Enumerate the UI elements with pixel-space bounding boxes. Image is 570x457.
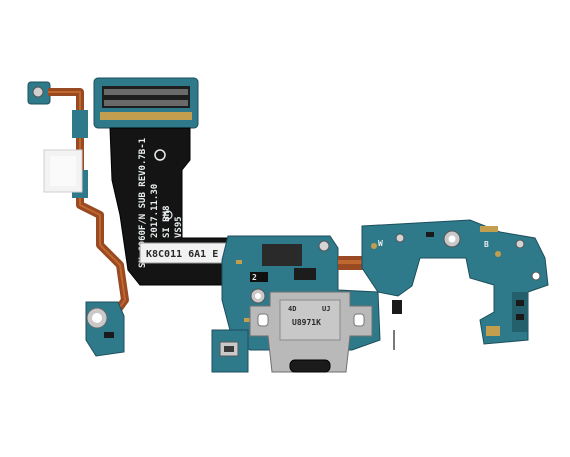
flex-text-date: 2017.11.30 bbox=[150, 184, 160, 238]
svg-text:2: 2 bbox=[252, 273, 257, 282]
usb-c-connector: 4D UJ U8971K bbox=[249, 291, 373, 373]
board-mark-b: B bbox=[484, 240, 489, 249]
connector-mark-4d: 4D bbox=[288, 305, 296, 313]
label-sticker-text: K8C011 6A1 E bbox=[146, 249, 218, 260]
bottom-left-board bbox=[85, 301, 125, 357]
connector-text: U8971K bbox=[292, 318, 321, 327]
right-sensor-board: W B bbox=[361, 219, 549, 345]
top-connector-board bbox=[93, 77, 199, 129]
flex-text-code: SI BH8 bbox=[162, 205, 172, 238]
logo-icon bbox=[154, 149, 166, 161]
flex-text-model: SM-G960F/N SUB REV0.7B-1 bbox=[138, 138, 148, 268]
board-mark-w: W bbox=[378, 239, 383, 248]
white-tape bbox=[43, 149, 83, 193]
mic-board bbox=[211, 329, 249, 373]
label-sticker: K8C011 6A1 E bbox=[139, 242, 231, 264]
right-copper-flex bbox=[338, 256, 366, 270]
connector-mark-uj: UJ bbox=[322, 305, 330, 313]
flex-text-vs: VS95 bbox=[174, 216, 184, 238]
